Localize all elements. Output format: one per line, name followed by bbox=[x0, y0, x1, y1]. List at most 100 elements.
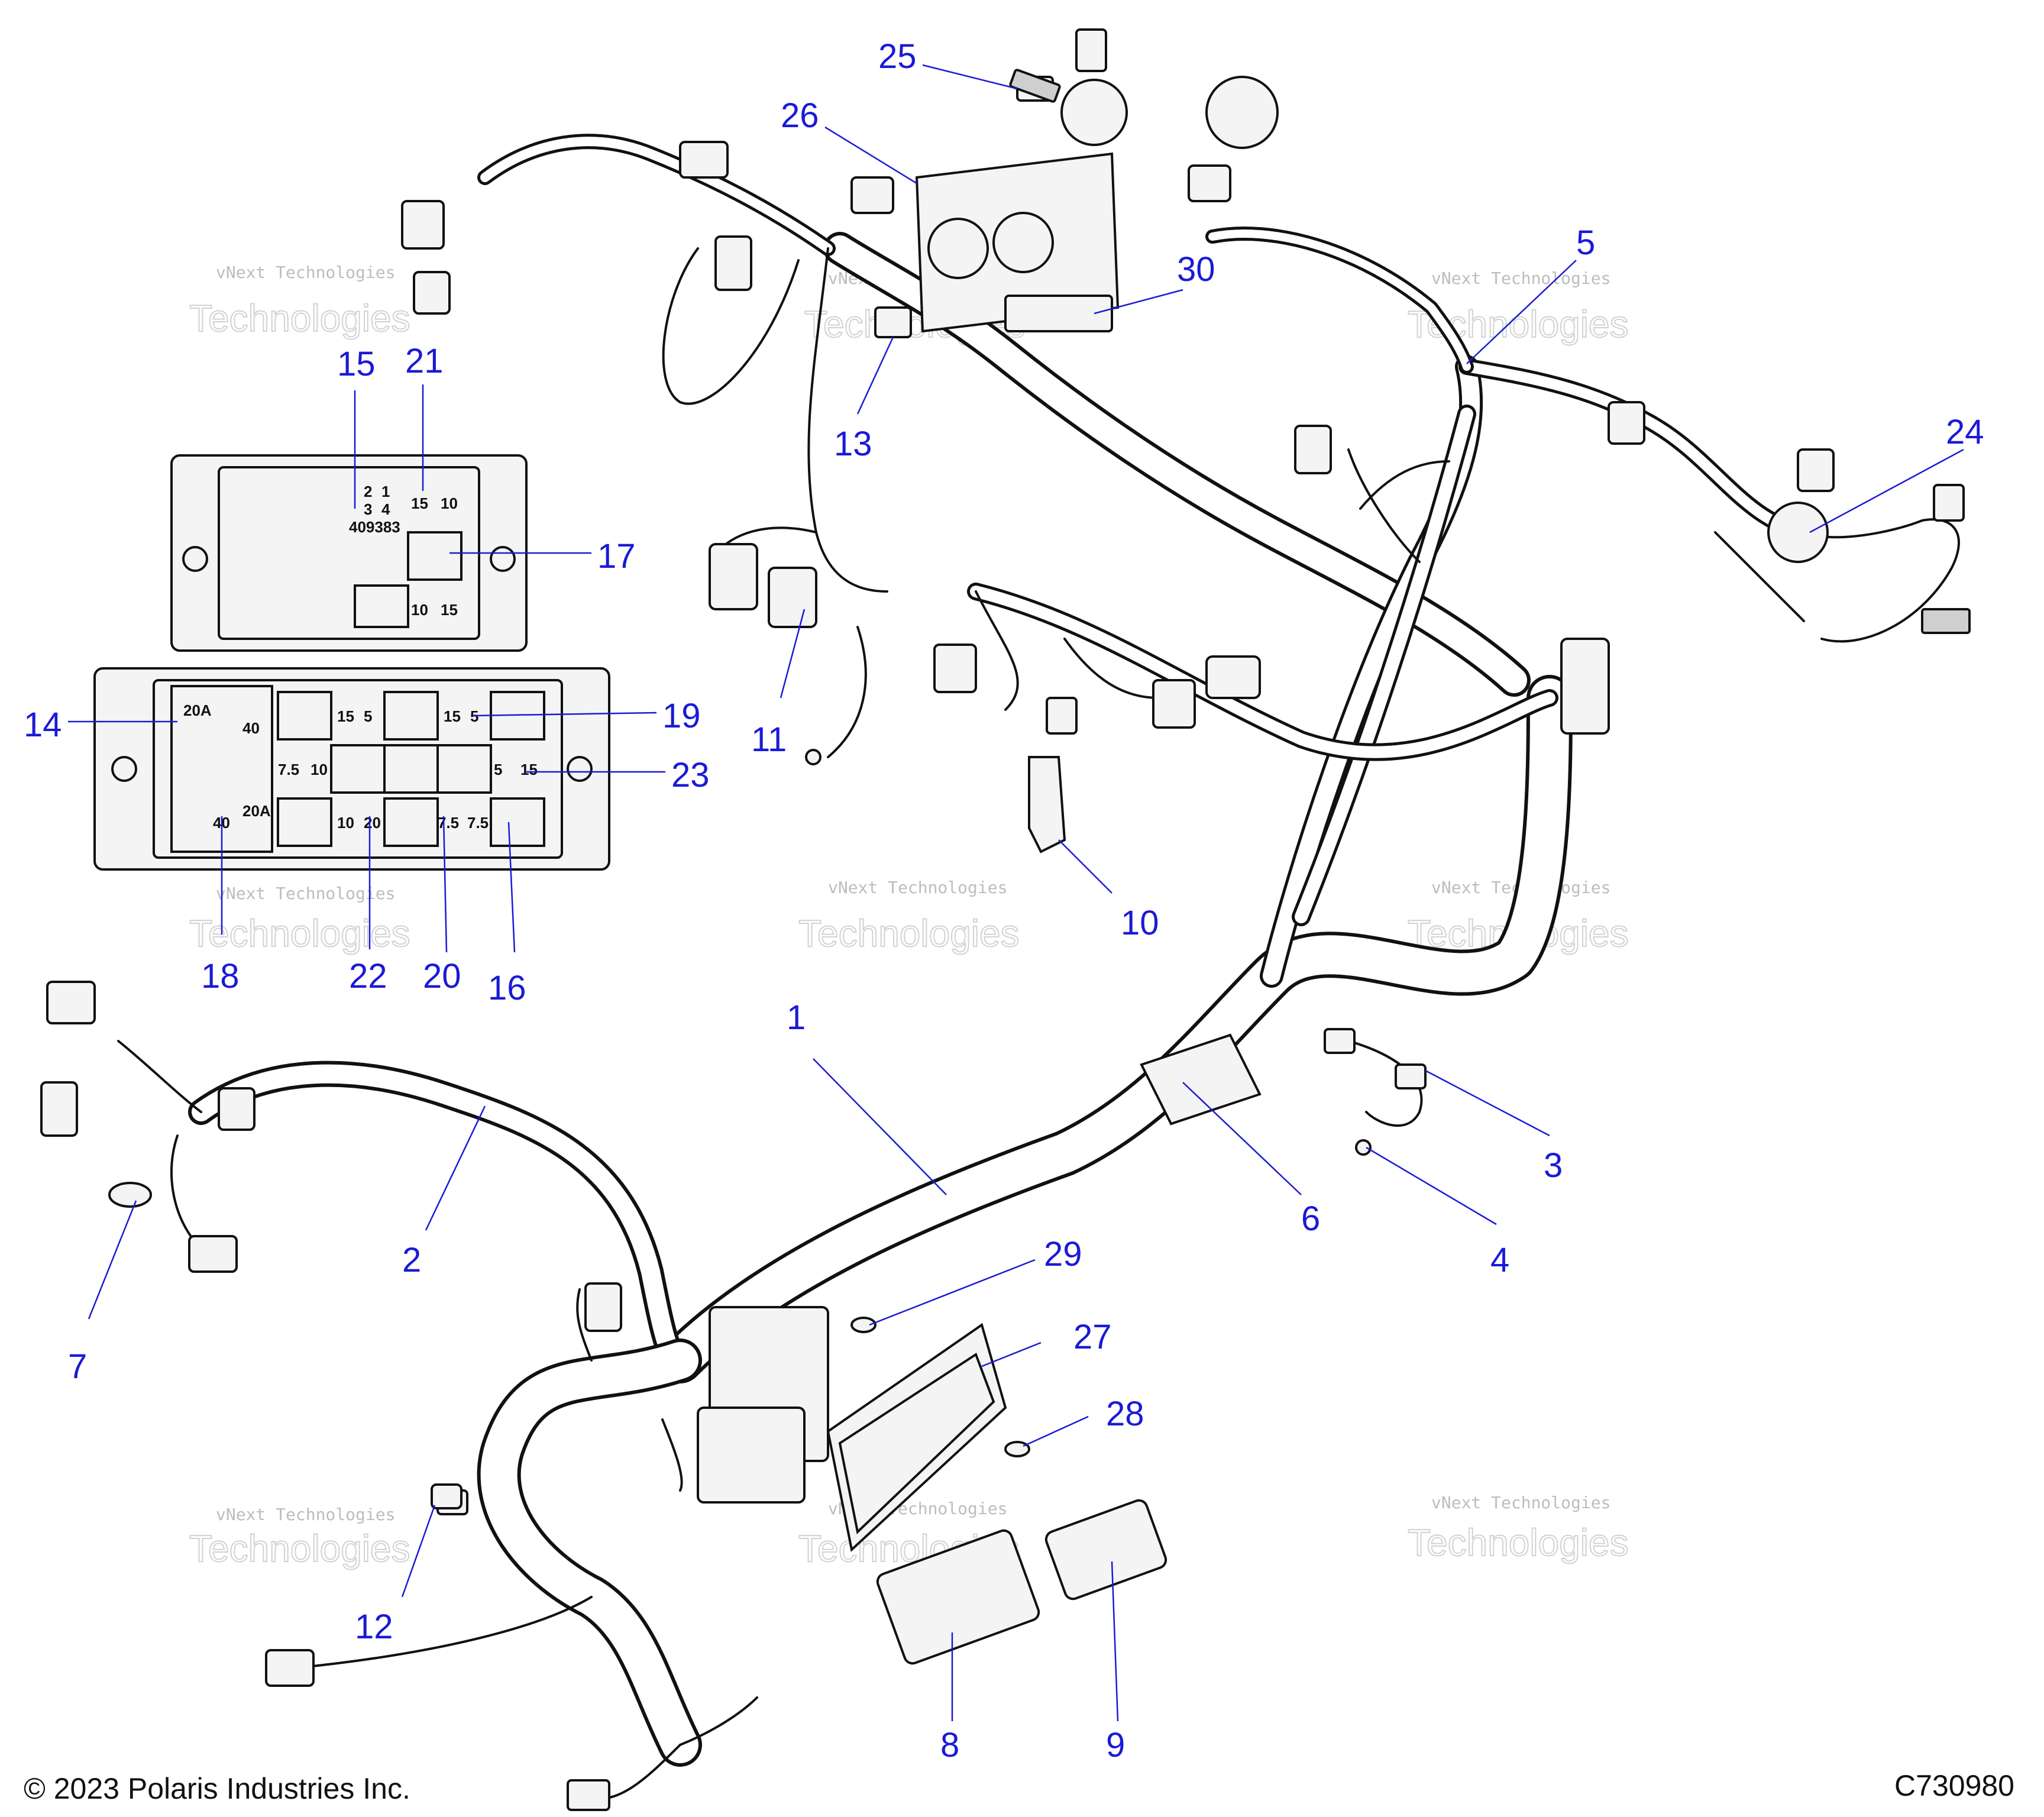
connector-icon bbox=[850, 176, 894, 214]
fuse-label: 10 bbox=[311, 761, 328, 778]
fuse-cover-icon bbox=[876, 1529, 1040, 1665]
fuse-label: 409383 bbox=[349, 518, 400, 536]
drawing-id: C730980 bbox=[1894, 1769, 2014, 1802]
nut-icon bbox=[805, 749, 822, 765]
connector-icon bbox=[1560, 638, 1610, 735]
callout-28: 28 bbox=[1106, 1395, 1144, 1433]
fuse-block-icon bbox=[697, 1407, 806, 1504]
fuse-box-upper: 15 10 10 15 2 1 3 4 409383 bbox=[170, 454, 528, 652]
callout-6: 6 bbox=[1301, 1200, 1320, 1238]
connector-icon bbox=[1395, 1063, 1427, 1089]
connector-icon bbox=[188, 1235, 238, 1273]
bracket-hole-icon bbox=[927, 218, 989, 279]
nut-icon bbox=[1355, 1139, 1372, 1156]
fuse-label: 10 bbox=[337, 814, 354, 832]
callout-labels: 1 2 3 4 5 6 7 8 9 10 11 12 13 14 15 16 1… bbox=[24, 37, 1984, 1764]
fuse-cover-icon bbox=[1044, 1499, 1167, 1601]
fuse-label: 1 bbox=[381, 483, 390, 500]
connector-icon bbox=[1608, 401, 1645, 445]
callout-15: 15 bbox=[337, 345, 376, 383]
fuse-label: 15 bbox=[411, 494, 428, 512]
fuse-label: 20A bbox=[183, 701, 212, 719]
connector-icon bbox=[1797, 448, 1835, 492]
callout-30: 30 bbox=[1177, 250, 1215, 289]
fuse-label: 5 bbox=[494, 761, 502, 778]
fuse-label: 15 bbox=[520, 761, 538, 778]
connector-icon bbox=[714, 235, 752, 291]
callout-2: 2 bbox=[402, 1241, 421, 1279]
screw-icon bbox=[1004, 1441, 1030, 1457]
connector-icon bbox=[1075, 28, 1107, 72]
callout-26: 26 bbox=[781, 96, 819, 135]
connector-icon bbox=[1933, 484, 1965, 522]
callout-9: 9 bbox=[1106, 1726, 1125, 1764]
screw-icon bbox=[850, 1317, 877, 1333]
callout-19: 19 bbox=[662, 697, 701, 735]
callout-25: 25 bbox=[878, 37, 917, 76]
callout-1: 1 bbox=[787, 998, 806, 1037]
fuse-label: 20 bbox=[364, 814, 381, 832]
connector-icon bbox=[413, 271, 451, 315]
bracket-icon bbox=[1004, 295, 1113, 332]
fuse-label: 10 bbox=[411, 601, 428, 619]
callout-29: 29 bbox=[1044, 1235, 1082, 1273]
fuse-label: 3 bbox=[364, 500, 372, 518]
callout-23: 23 bbox=[671, 756, 710, 794]
callout-14: 14 bbox=[24, 706, 62, 744]
fuse-box-lower: 20A 40 15 5 15 5 7.5 10 5 15 40 20A 10 2… bbox=[93, 667, 610, 871]
callout-13: 13 bbox=[834, 425, 872, 463]
connector-icon bbox=[265, 1649, 315, 1687]
connector-icon bbox=[709, 543, 758, 610]
leader-lines bbox=[68, 64, 1964, 1722]
connector-icon bbox=[933, 644, 977, 693]
copyright-text: © 2023 Polaris Industries Inc. bbox=[24, 1772, 410, 1805]
grommet-icon bbox=[108, 1182, 152, 1208]
connector-icon bbox=[584, 1282, 622, 1332]
connector-icon bbox=[401, 200, 445, 250]
callout-8: 8 bbox=[940, 1726, 959, 1764]
watermark-text: Technologies bbox=[189, 912, 410, 955]
fuse-label: 20A bbox=[242, 802, 271, 820]
watermark-text: vNext Technologies bbox=[216, 263, 395, 282]
fuse-label: 4 bbox=[381, 500, 390, 518]
callout-11: 11 bbox=[751, 720, 787, 759]
watermark-text: Technologies bbox=[1408, 1521, 1629, 1564]
grommet-icon bbox=[1060, 79, 1128, 146]
connector-icon bbox=[218, 1087, 256, 1131]
callout-16: 16 bbox=[488, 969, 526, 1007]
fuse-label: 7.5 bbox=[278, 761, 299, 778]
fuse-label: 40 bbox=[242, 719, 260, 737]
watermark-text: vNext Technologies bbox=[828, 878, 1007, 897]
watermark-text: Technologies bbox=[798, 912, 1020, 955]
connector-icon bbox=[679, 141, 729, 179]
watermark-text: vNext Technologies bbox=[216, 884, 395, 903]
connector-icon bbox=[768, 567, 817, 628]
connector-icon bbox=[874, 306, 912, 338]
fuse-label: 7.5 bbox=[438, 814, 459, 832]
connector-icon bbox=[1205, 655, 1261, 699]
watermark-text: vNext Technologies bbox=[1431, 1493, 1610, 1512]
mounting-bracket-icon bbox=[838, 1352, 995, 1534]
callout-21: 21 bbox=[405, 342, 444, 380]
fuse-label: 2 bbox=[364, 483, 372, 500]
callout-5: 5 bbox=[1576, 224, 1595, 262]
connector-icon bbox=[40, 1081, 78, 1137]
boot-icon bbox=[1028, 756, 1066, 853]
callout-10: 10 bbox=[1121, 904, 1159, 942]
fuse-label: 15 bbox=[337, 707, 354, 725]
callout-7: 7 bbox=[68, 1347, 87, 1386]
tab-icon bbox=[1009, 69, 1061, 103]
callout-27: 27 bbox=[1073, 1318, 1112, 1356]
connectors bbox=[40, 28, 1971, 1811]
grommet-icon bbox=[1205, 76, 1279, 149]
bracket-hole-icon bbox=[992, 212, 1054, 273]
fuse-label: 7.5 bbox=[467, 814, 489, 832]
grommet-icon bbox=[1767, 502, 1829, 563]
wire-branches bbox=[117, 247, 1960, 1800]
connector-icon bbox=[567, 1779, 610, 1811]
fuse-label: 5 bbox=[364, 707, 372, 725]
callout-18: 18 bbox=[201, 957, 240, 995]
connector-icon bbox=[1188, 164, 1231, 202]
callout-17: 17 bbox=[597, 537, 636, 576]
